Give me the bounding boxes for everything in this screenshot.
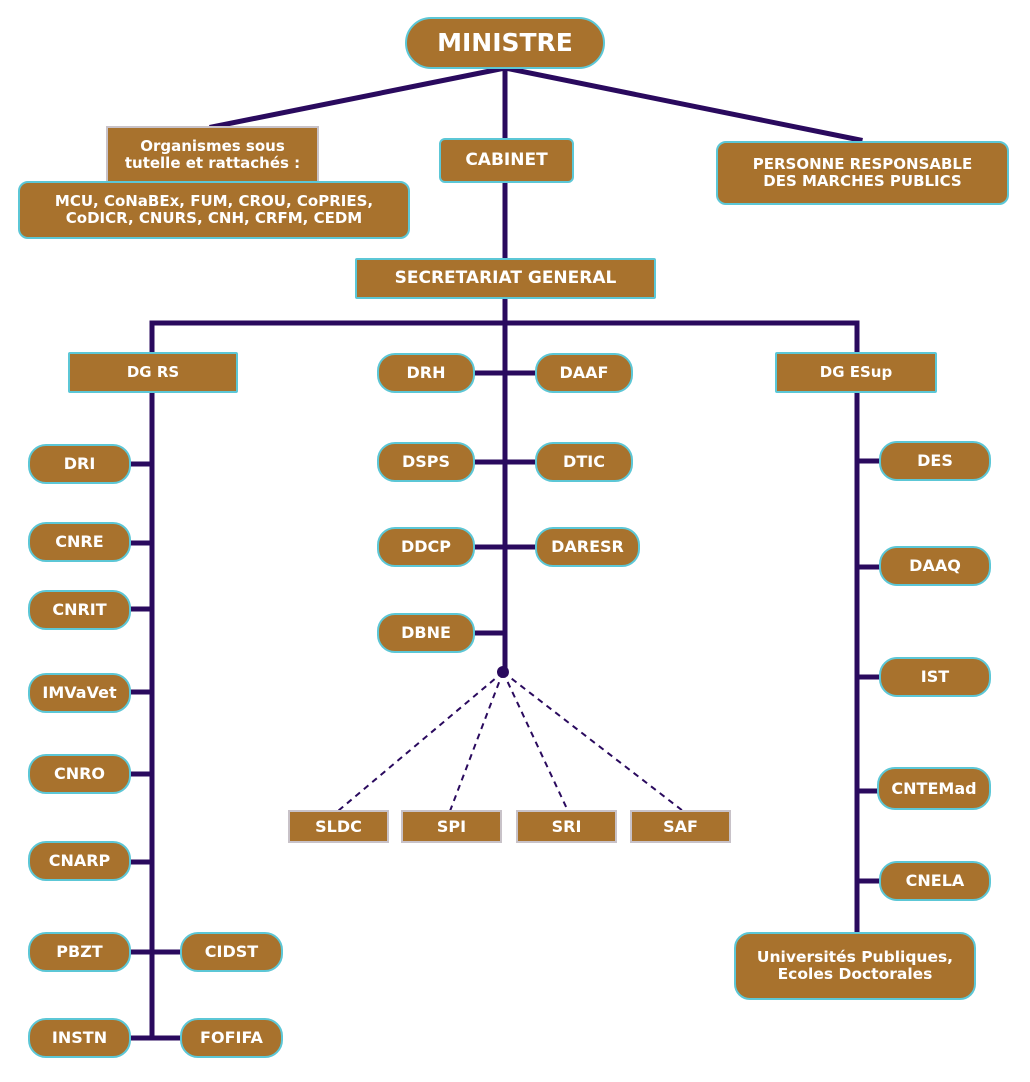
ist-node: IST <box>879 657 991 697</box>
dg-esup-node: DG ESup <box>775 352 937 393</box>
cnrit-node: CNRIT <box>28 590 131 630</box>
daaq-node: DAAQ <box>879 546 991 586</box>
dbne-node: DBNE <box>377 613 475 653</box>
daresr-node: DARESR <box>535 527 640 567</box>
drh-node: DRH <box>377 353 475 393</box>
dg-rs-node: DG RS <box>68 352 238 393</box>
secretariat-general-node: SECRETARIAT GENERAL <box>355 258 656 299</box>
universites-node: Universités Publiques, Ecoles Doctorales <box>734 932 976 1000</box>
dtic-node: DTIC <box>535 442 633 482</box>
organismes-title-node: Organismes sous tutelle et rattachés : <box>106 126 319 184</box>
dri-node: DRI <box>28 444 131 484</box>
cidst-node: CIDST <box>180 932 283 972</box>
cnro-node: CNRO <box>28 754 131 794</box>
pbzt-node: PBZT <box>28 932 131 972</box>
cnre-node: CNRE <box>28 522 131 562</box>
sri-node: SRI <box>516 810 617 843</box>
cabinet-node: CABINET <box>439 138 574 183</box>
ddcp-node: DDCP <box>377 527 475 567</box>
cnela-node: CNELA <box>879 861 991 901</box>
ministre-node: MINISTRE <box>405 17 605 69</box>
saf-node: SAF <box>630 810 731 843</box>
daaf-node: DAAF <box>535 353 633 393</box>
prmp-node: PERSONNE RESPONSABLE DES MARCHES PUBLICS <box>716 141 1009 205</box>
cntemad-node: CNTEMad <box>877 767 991 810</box>
spi-node: SPI <box>401 810 502 843</box>
instn-node: INSTN <box>28 1018 131 1058</box>
des-node: DES <box>879 441 991 481</box>
imvavet-node: IMVaVet <box>28 673 131 713</box>
fofifa-node: FOFIFA <box>180 1018 283 1058</box>
dsps-node: DSPS <box>377 442 475 482</box>
cnarp-node: CNARP <box>28 841 131 881</box>
sldc-node: SLDC <box>288 810 389 843</box>
organismes-list-node: MCU, CoNaBEx, FUM, CROU, CoPRIES, CoDICR… <box>18 181 410 239</box>
